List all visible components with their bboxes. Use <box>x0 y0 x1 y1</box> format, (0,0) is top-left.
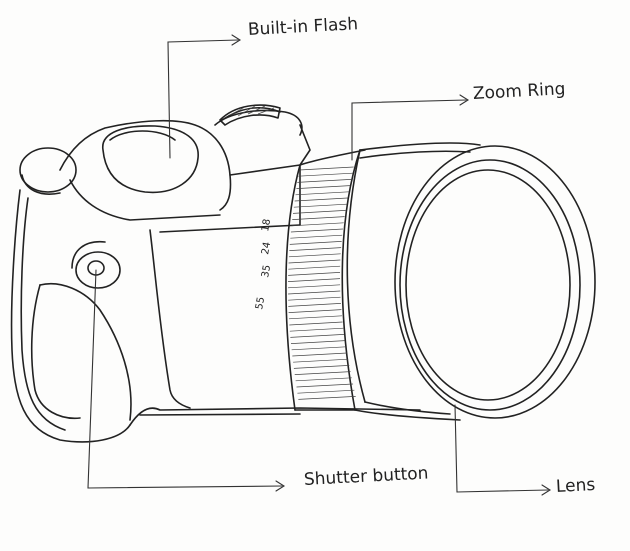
ring-grip-line <box>292 347 346 350</box>
zoom-mark: 18 <box>260 218 273 232</box>
ring-grip-line <box>289 254 341 257</box>
ring-grip-line <box>288 291 340 294</box>
zoom-mark: 35 <box>260 264 273 278</box>
lens-barrel <box>347 143 480 420</box>
ring-grip-line <box>296 192 349 195</box>
ring-grip-line <box>289 310 342 313</box>
label-lens: Lens <box>555 475 595 497</box>
ring-grip-line <box>293 210 345 213</box>
ring-grip-line <box>298 396 355 399</box>
ring-grip-line <box>291 341 345 344</box>
mode-dial <box>20 148 76 194</box>
ring-grip-line <box>289 322 342 325</box>
ring-grip-line <box>296 378 352 381</box>
flash-unit <box>103 126 198 192</box>
ring-grip-line <box>294 204 347 207</box>
ring-grip-line <box>298 173 352 176</box>
zoom-mark: 55 <box>254 296 267 310</box>
ring-grip-line <box>293 359 348 362</box>
ring-grip-line <box>288 285 340 288</box>
zoom-scale: 18 24 35 55 <box>254 218 273 310</box>
ring-grip-line <box>288 297 340 300</box>
ring-grip-line <box>288 279 340 282</box>
ring-grip-line <box>295 372 351 375</box>
ring-grip-line <box>290 328 344 331</box>
ring-grip-line <box>289 316 342 319</box>
zoom-mark: 24 <box>260 241 273 255</box>
ring-grip-line <box>290 334 344 337</box>
ring-grip-line <box>289 260 341 263</box>
ring-grip-line <box>290 241 342 244</box>
shutter-leader <box>88 270 282 488</box>
ring-grip-line <box>295 198 348 201</box>
leader-lines <box>88 35 550 495</box>
ring-grip-line <box>296 186 349 189</box>
ring-grip-line <box>294 365 349 368</box>
flash-leader <box>168 40 238 158</box>
ring-grip-line <box>289 248 341 251</box>
ring-grip-line <box>297 384 354 387</box>
ring-grip-line <box>292 353 347 356</box>
ring-grip-line <box>288 272 340 275</box>
camera-grip <box>32 284 131 420</box>
lens-front <box>395 146 595 418</box>
ring-grip-line <box>299 167 353 170</box>
ring-grip-line <box>290 235 342 238</box>
ring-grip-line <box>297 390 354 393</box>
camera-body <box>12 190 420 442</box>
top-housing <box>60 108 310 220</box>
ring-grip-line <box>288 266 340 269</box>
ring-grip-line <box>291 229 343 232</box>
ring-grip-line <box>297 179 351 182</box>
body-front <box>150 165 300 408</box>
ring-grip-line <box>288 303 341 306</box>
